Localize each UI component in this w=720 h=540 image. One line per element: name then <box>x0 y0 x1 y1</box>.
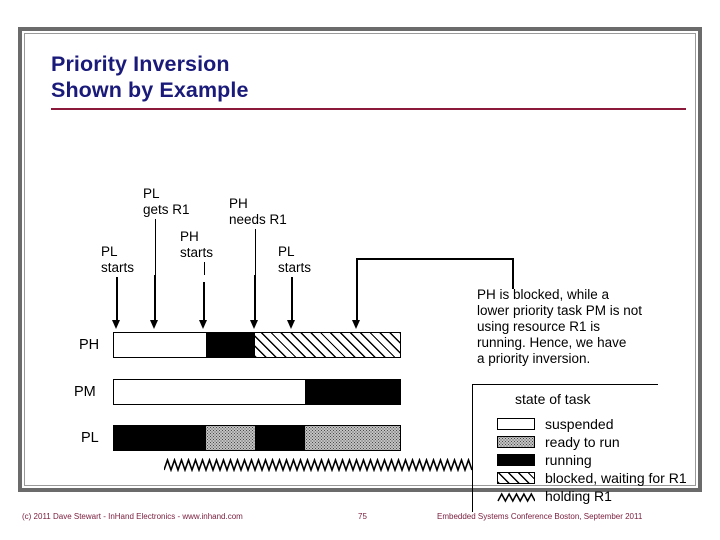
callout-line-5: a priority inversion. <box>477 351 591 366</box>
legend-label-running: running <box>545 451 592 468</box>
callout-line-2: lower priority task PM is not <box>477 303 643 318</box>
arrow-head-ph-starts <box>199 320 207 329</box>
annotation-pl-starts-2: PL starts <box>278 244 311 275</box>
legend-item-blocked: blocked, waiting for R1 <box>497 469 687 486</box>
legend-label-blocked: blocked, waiting for R1 <box>545 469 687 486</box>
legend-title: state of task <box>515 391 591 407</box>
slide-frame: Priority Inversion Shown by Example PL s… <box>18 27 702 512</box>
arrow-stem-ph-starts <box>203 282 205 321</box>
arrow-stem-callout <box>356 258 358 321</box>
arrow-stem-pl-starts-2 <box>291 277 293 321</box>
annotation-line-1: PH <box>229 196 248 211</box>
arrow-head-ph-needs-r1 <box>250 320 258 329</box>
legend-swatch-running-icon <box>497 453 535 466</box>
arrow-head-pl-starts-2 <box>287 320 295 329</box>
legend-item-suspended: suspended <box>497 415 614 432</box>
annotation-line-1: PL <box>278 244 295 259</box>
page-title: Priority Inversion Shown by Example <box>51 51 611 103</box>
timeline-bar-ph <box>113 332 401 358</box>
annotation-pl-starts-1: PL starts <box>101 244 134 275</box>
annotation-line-2: needs R1 <box>229 211 287 227</box>
bar-label-pm: PM <box>74 384 96 400</box>
bar-label-ph: PH <box>79 337 100 353</box>
annotation-line-1: PL <box>101 244 118 259</box>
annotation-ph-needs-r1: PH needs R1 <box>229 196 287 227</box>
elbow-vertical-callout <box>512 258 514 289</box>
arrow-head-callout <box>352 320 360 329</box>
segment-pm-running <box>304 380 400 404</box>
holding-r1-zigzag <box>163 457 473 473</box>
segment-pl-ready-2 <box>304 426 400 450</box>
zigzag-icon <box>163 457 473 473</box>
slide-inner-border: Priority Inversion Shown by Example PL s… <box>24 33 696 512</box>
callout-line-4: running. Hence, we have <box>477 335 627 350</box>
leader-line-pl-gets-r1 <box>155 219 156 275</box>
segment-ph-running <box>206 333 255 357</box>
slide-footer: (c) 2011 Dave Stewart - InHand Electroni… <box>0 508 720 530</box>
annotation-line-1: PL <box>143 186 160 201</box>
annotation-pl-gets-r1: PL gets R1 <box>143 186 190 217</box>
legend-swatch-suspended-icon <box>497 417 535 430</box>
legend-label-holding: holding R1 <box>545 487 612 504</box>
legend-label-ready: ready to run <box>545 433 620 450</box>
annotation-line-2: starts <box>101 259 135 275</box>
leader-line-ph-needs-r1 <box>255 229 256 275</box>
segment-pl-ready-1 <box>206 426 255 450</box>
annotation-line-2: starts <box>278 259 312 275</box>
priority-inversion-diagram: PL starts PL gets R1 PH starts PH needs … <box>25 34 695 512</box>
timeline-bar-pm <box>113 379 401 405</box>
legend-swatch-holding-zigzag-icon <box>497 490 536 503</box>
arrow-head-pl-starts-1 <box>112 320 120 329</box>
title-divider-rule <box>51 108 686 110</box>
legend-label-suspended: suspended <box>545 415 614 432</box>
segment-pl-running-2 <box>254 426 305 450</box>
legend-box: state of task suspended ready to run run… <box>472 384 687 512</box>
annotation-line-2: gets R1 <box>143 201 190 217</box>
segment-pl-running-1 <box>114 426 207 450</box>
segment-ph-suspended <box>114 333 207 357</box>
annotation-line-2: starts <box>180 244 214 260</box>
footer-conference: Embedded Systems Conference Boston, Sept… <box>437 512 643 521</box>
elbow-horizontal <box>357 258 514 260</box>
leader-line-ph-starts <box>204 262 205 275</box>
callout-line-3: using resource R1 is <box>477 319 601 334</box>
footer-copyright: (c) 2011 Dave Stewart - InHand Electroni… <box>22 512 243 521</box>
arrow-stem-pl-gets-r1 <box>154 275 156 321</box>
segment-ph-blocked <box>254 333 400 357</box>
annotation-line-1: PH <box>180 229 199 244</box>
title-line-1: Priority Inversion <box>51 52 230 76</box>
zigzag-icon <box>497 491 536 503</box>
annotation-ph-starts: PH starts <box>180 229 213 260</box>
callout-text: PH is blocked, while a lower priority ta… <box>477 287 712 367</box>
timeline-bar-pl <box>113 425 401 451</box>
legend-swatch-ready-icon <box>497 435 535 448</box>
arrow-stem-ph-needs-r1 <box>254 275 256 321</box>
legend-item-ready: ready to run <box>497 433 620 450</box>
callout-line-1: PH is blocked, while a <box>477 287 610 302</box>
segment-pm-suspended <box>114 380 305 404</box>
arrow-stem-pl-starts-1 <box>116 277 118 321</box>
legend-item-holding: holding R1 <box>497 487 612 504</box>
arrow-head-pl-gets-r1 <box>150 320 158 329</box>
bar-label-pl: PL <box>81 430 99 446</box>
legend-item-running: running <box>497 451 592 468</box>
footer-page-number: 75 <box>358 512 367 521</box>
legend-swatch-blocked-icon <box>497 471 535 484</box>
title-line-2: Shown by Example <box>51 78 249 102</box>
